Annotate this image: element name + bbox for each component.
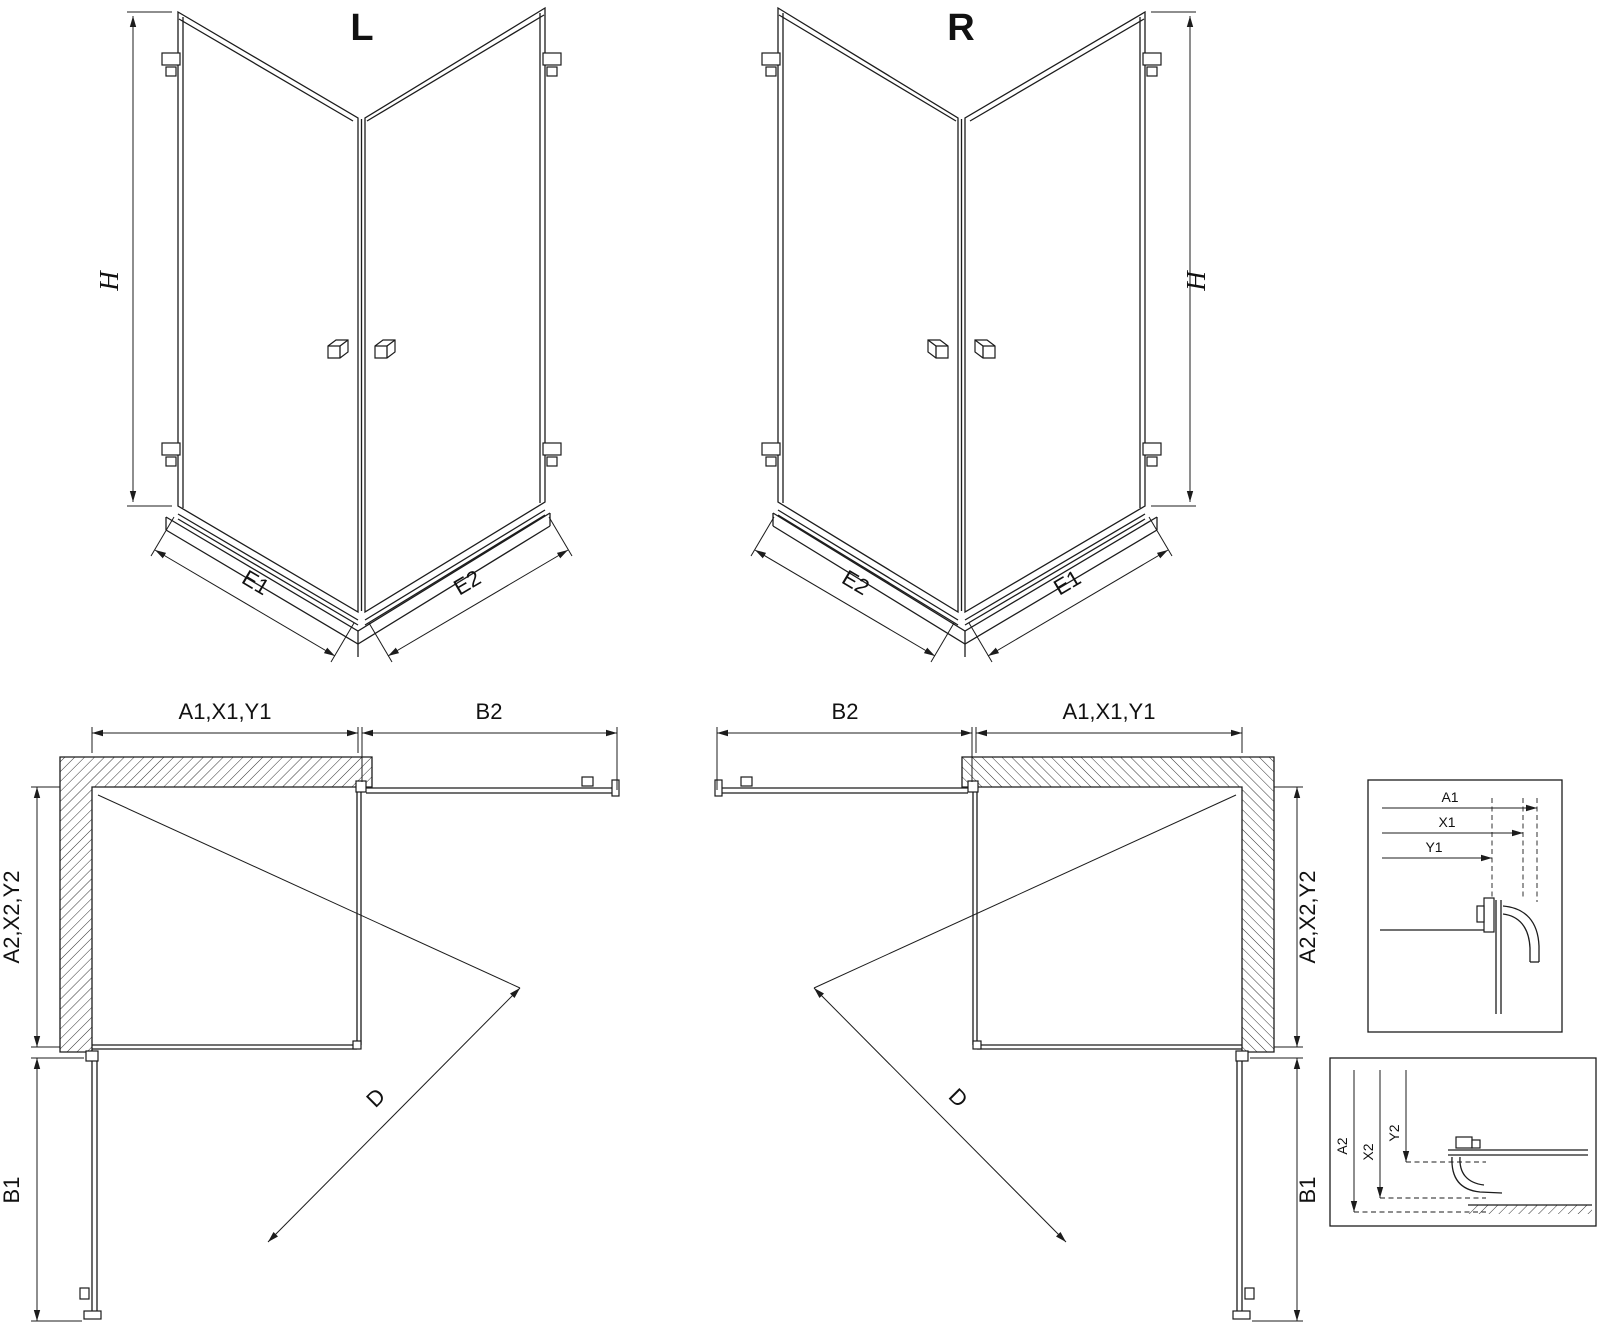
dimension-a1 [91, 727, 359, 753]
dim-label-a2-plan-left: A2,X2,Y2 [0, 871, 24, 964]
wall-profile-detail [1380, 897, 1540, 1014]
fixed-glass [92, 790, 362, 1050]
dim-label-h-right: H [1181, 270, 1211, 292]
dim-label-b1-plan-right: B1 [1295, 1177, 1320, 1204]
detail-label-x2: X2 [1360, 1143, 1376, 1160]
dim-label-a1-plan-left: A1,X1,Y1 [179, 699, 272, 724]
plan-view-right [715, 727, 1303, 1321]
perspective-view-left [127, 6, 573, 663]
open-door-top [355, 776, 620, 797]
dim-label-a2-plan-right: A2,X2,Y2 [1295, 871, 1320, 964]
dim-label-b1-plan-left: B1 [0, 1177, 24, 1204]
dim-label-a1-plan-right: A1,X1,Y1 [1063, 699, 1156, 724]
dim-label-h-left: H [94, 270, 124, 292]
dimension-h [127, 11, 172, 507]
dimension-b2 [361, 727, 618, 790]
detail-box-bottom [1329, 1057, 1597, 1227]
detail-label-y1: Y1 [1425, 839, 1442, 855]
view-label-left: L [350, 7, 373, 49]
plan-view-left [31, 727, 620, 1322]
dim-label-d-plan-left: D [361, 1083, 390, 1112]
door-handle-icons [327, 339, 396, 359]
dim-label-d-plan-right: D [944, 1083, 973, 1112]
wall-hatch [59, 756, 373, 1053]
detail-label-y2: Y2 [1386, 1124, 1402, 1141]
dim-label-b2-plan-left: B2 [476, 699, 503, 724]
door-swing-lines [97, 794, 521, 1243]
dimension-e2 [368, 516, 573, 663]
floor-profile-detail [1448, 1136, 1592, 1214]
perspective-view-right [751, 8, 1196, 662]
detail-label-x1: X1 [1438, 814, 1455, 830]
glass-panels [177, 6, 546, 614]
detail-label-a1: A1 [1441, 789, 1458, 805]
open-door-side [79, 1050, 102, 1320]
hinge-icons [161, 52, 562, 467]
dimension-b1 [31, 1057, 84, 1322]
dimension-e1 [150, 516, 355, 663]
dim-label-b2-plan-right: B2 [832, 699, 859, 724]
dim-label-e1-left: E1 [238, 565, 274, 600]
dim-label-e1-right: E1 [1049, 565, 1085, 600]
view-label-right: R [947, 7, 974, 49]
detail-box-top [1367, 779, 1563, 1033]
labels: L H E1 E2 R H E2 E1 A1,X1,Y1 B2 A2,X2,Y2… [0, 7, 1459, 1203]
dimension-a2 [31, 786, 60, 1048]
detail-label-a2: A2 [1334, 1137, 1350, 1154]
